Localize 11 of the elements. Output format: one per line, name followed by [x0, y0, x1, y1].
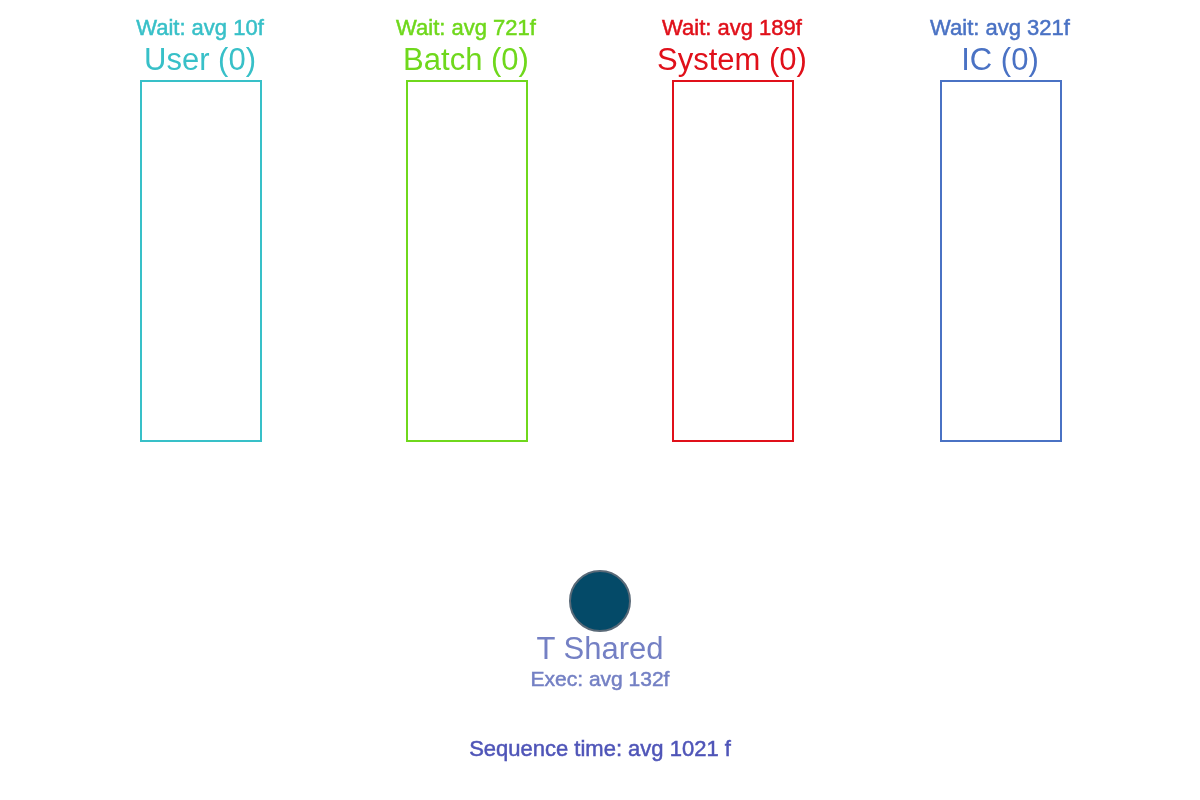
token-title: T Shared: [535, 630, 665, 668]
queue-title: Batch (0): [402, 41, 530, 79]
wait-time-text: Wait: avg 189f: [661, 14, 803, 42]
wait-time-text: Wait: avg 10f: [135, 14, 265, 42]
queue-title: System (0): [656, 41, 808, 79]
wait-time-text: Wait: avg 721f: [395, 14, 537, 42]
wait-time-text: Wait: avg 321f: [929, 14, 1071, 42]
sequence-time-text: Sequence time: avg 1021 f: [468, 735, 732, 763]
queue-title: User (0): [143, 41, 257, 79]
queue-title: IC (0): [960, 41, 1040, 79]
exec-time-text: Exec: avg 132f: [529, 666, 671, 692]
